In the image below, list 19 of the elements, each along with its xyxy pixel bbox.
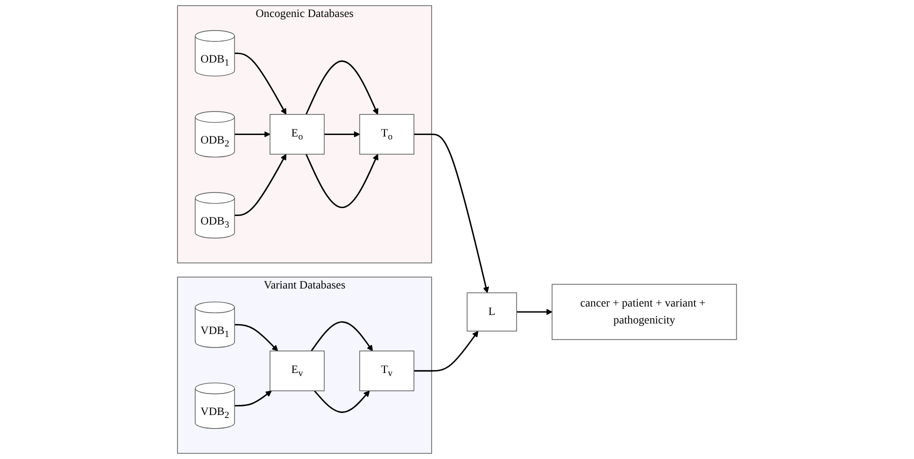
node-box: cancer + patient + variant + pathogenicity [552, 284, 737, 340]
arrow [234, 324, 278, 352]
arrow [234, 52, 286, 115]
arrow [234, 131, 270, 138]
arrow [310, 321, 373, 352]
node-box: E$_{v}$ [270, 350, 325, 392]
node-box: L [466, 292, 517, 332]
node-box: T$_{v}$ [359, 350, 414, 392]
node-box: T$_{o}$ [359, 114, 414, 155]
node-box: E$_{o}$ [270, 114, 325, 155]
arrow [234, 390, 272, 406]
arrow [305, 60, 378, 115]
arrow [414, 330, 478, 372]
arrow [314, 390, 370, 413]
arrow [414, 134, 490, 294]
arrow [305, 154, 378, 208]
arrow [234, 154, 286, 216]
arrow [324, 131, 360, 138]
arrow [516, 308, 552, 316]
